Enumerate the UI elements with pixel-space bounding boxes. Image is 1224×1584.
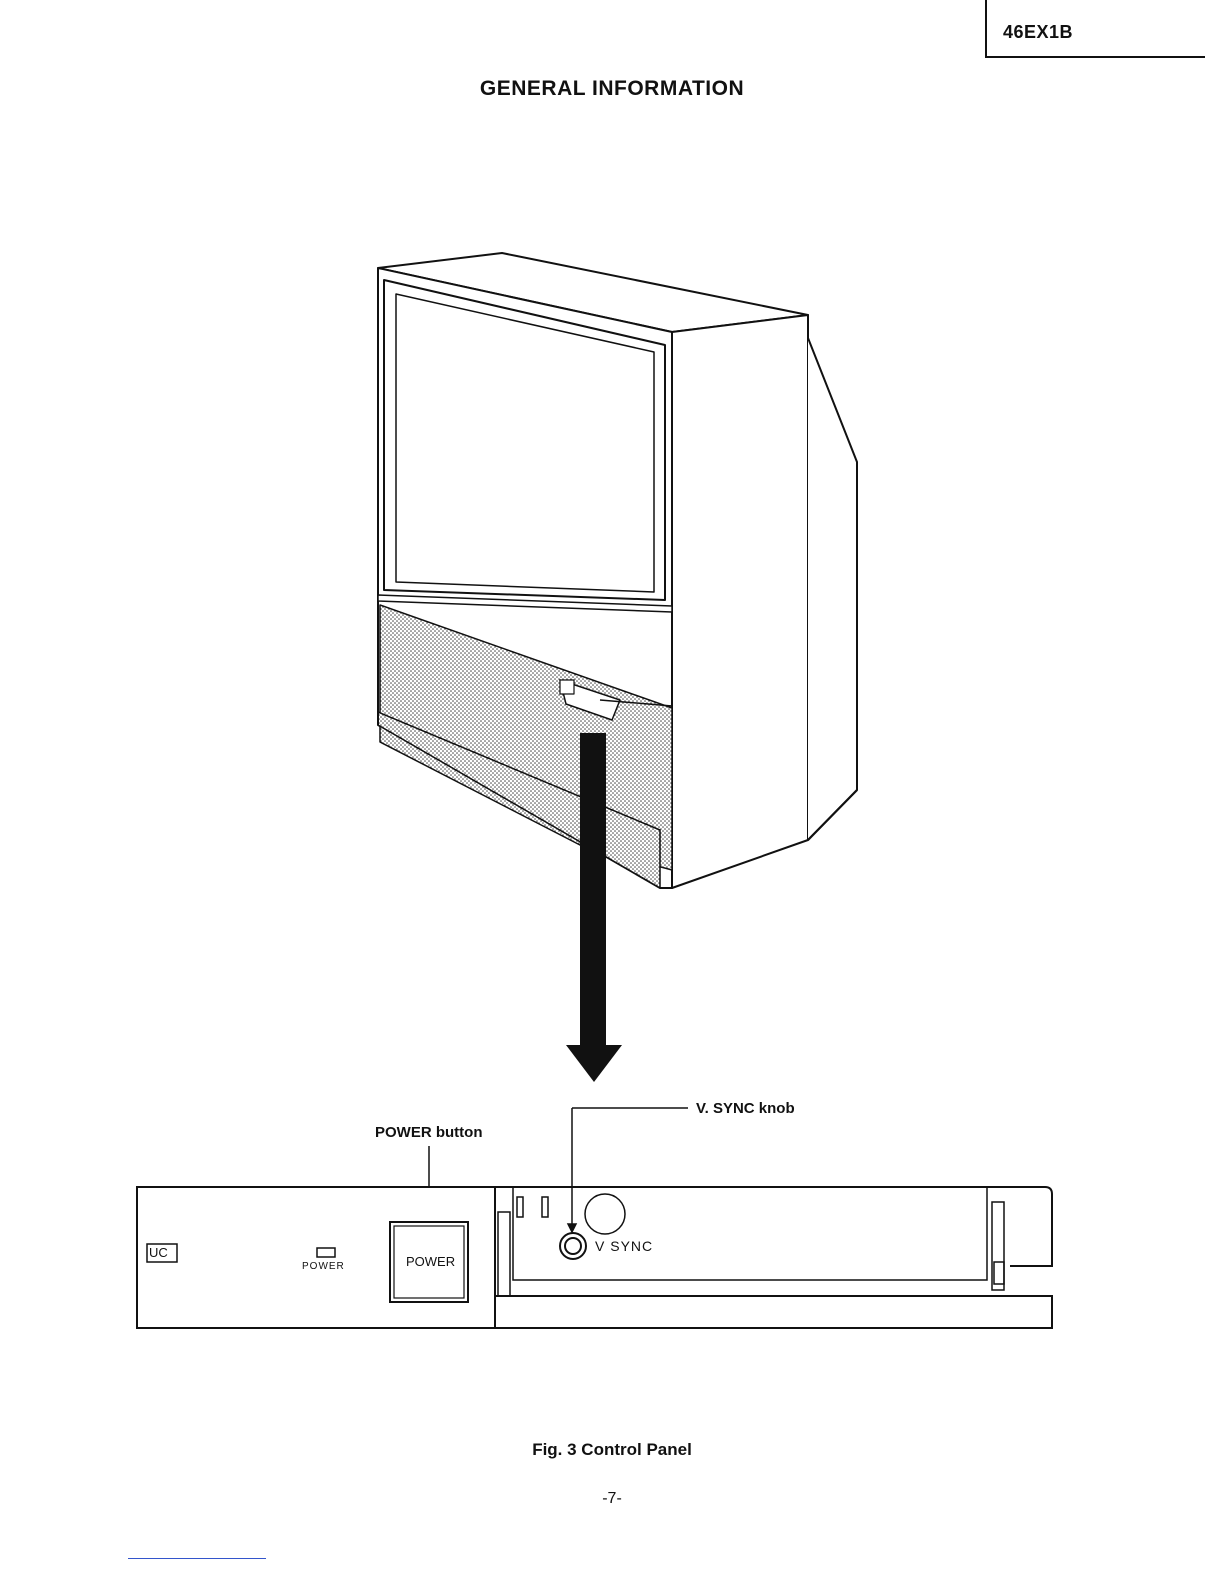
page-number: -7- [0,1490,1224,1508]
control-panel [137,1187,1052,1328]
tv-cabinet [378,253,857,888]
vsync-knob-label: V SYNC [595,1238,653,1254]
uc-badge: UC [149,1245,168,1260]
power-indicator-label: POWER [302,1261,345,1272]
footer-rule [128,1558,266,1559]
power-button[interactable]: POWER [406,1254,455,1269]
power-button-callout: POWER button [375,1124,482,1141]
vsync-knob-callout: V. SYNC knob [696,1100,795,1117]
figure-caption: Fig. 3 Control Panel [0,1440,1224,1460]
vsync-knob [560,1233,586,1259]
